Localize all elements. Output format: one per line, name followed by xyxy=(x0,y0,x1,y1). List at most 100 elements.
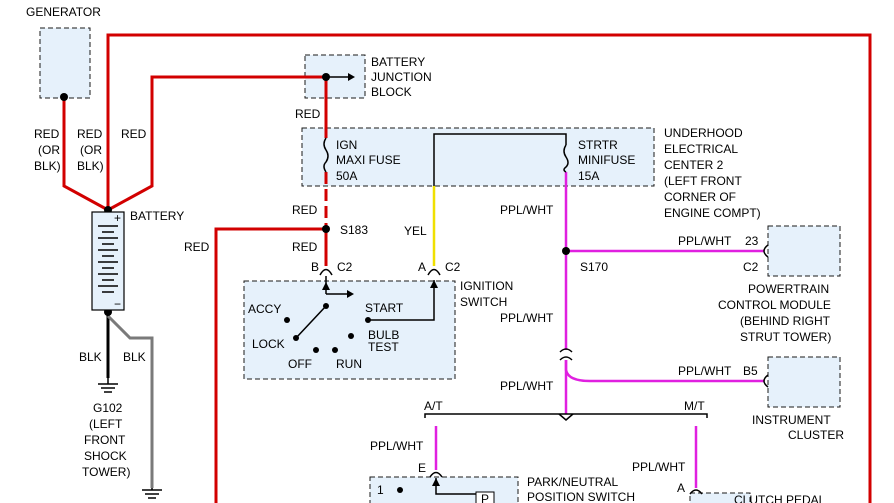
g102-label-4: SHOCK xyxy=(84,449,127,463)
park-neutral-label-2: POSITION SWITCH xyxy=(527,490,635,503)
red-or-blk-a-2: (OR xyxy=(38,143,60,157)
generator-label: GENERATOR xyxy=(26,5,101,19)
powertrain-control-module-box xyxy=(767,225,841,277)
ppl-wht-label-lower: PPL/WHT xyxy=(500,379,554,393)
ign-switch-arrowhead-2 xyxy=(430,280,438,288)
pin-a-label: A xyxy=(418,260,426,274)
clutch-pedal-switch-box xyxy=(689,492,751,503)
splice-s183 xyxy=(322,225,330,233)
park-neutral-label-1: PARK/NEUTRAL xyxy=(527,475,618,489)
cluster-label-2: CLUSTER xyxy=(788,428,844,442)
red-label-s183-switch: RED xyxy=(292,240,318,254)
at-mt-bracket xyxy=(424,413,708,418)
ign-switch-start-line xyxy=(368,280,435,321)
ppl-wht-label-pcm: PPL/WHT xyxy=(678,234,732,248)
ign-contact-off xyxy=(313,347,319,353)
ign-contact-run xyxy=(332,347,338,353)
connector-a-c2 xyxy=(427,268,441,276)
accy-label: ACCY xyxy=(248,302,281,316)
pin-b-label: B xyxy=(311,260,319,274)
connector-b-c2 xyxy=(319,268,333,276)
blk-label-1: BLK xyxy=(79,350,102,364)
svg-text:+: + xyxy=(114,211,121,225)
svg-text:−: − xyxy=(114,297,121,311)
ppl-wht-label-at: PPL/WHT xyxy=(370,439,424,453)
at-label: A/T xyxy=(424,399,443,413)
bjb-terminal xyxy=(322,73,330,81)
inline-connector-1 xyxy=(559,348,573,353)
cluster-label-1: INSTRUMENT xyxy=(752,413,831,427)
g102-label-5: TOWER) xyxy=(82,465,130,479)
s170-label: S170 xyxy=(580,260,608,274)
uec-internal-bus xyxy=(433,133,567,186)
underhood-label-2: ELECTRICAL xyxy=(664,142,738,156)
bjb-label-1: BATTERY xyxy=(371,55,425,69)
g102-label-1: G102 xyxy=(93,401,123,415)
strtr-fuse-label-3: 15A xyxy=(578,169,599,183)
red-wire-s183-left xyxy=(214,227,326,503)
red-or-blk-b-2: (OR xyxy=(80,143,102,157)
red-or-blk-b-1: RED xyxy=(77,127,103,141)
red-label-gen-bjb: RED xyxy=(121,127,147,141)
yel-label: YEL xyxy=(404,224,427,238)
pn-contact-1-label: 1 xyxy=(377,483,384,497)
ground-symbol-g102 xyxy=(98,378,118,393)
red-label-bjb: RED xyxy=(295,107,321,121)
underhood-label-5: CORNER OF xyxy=(664,190,736,204)
ign-fuse-label-3: 50A xyxy=(336,169,357,183)
ign-switch-arrowhead-1 xyxy=(322,282,330,290)
red-or-blk-b-3: BLK) xyxy=(77,159,104,173)
inline-connector-2 xyxy=(559,356,573,361)
g102-label-3: FRONT xyxy=(84,433,126,447)
ppl-wht-label-s170: PPL/WHT xyxy=(500,311,554,325)
bjb-label-2: JUNCTION xyxy=(371,70,432,84)
run-label: RUN xyxy=(336,357,362,371)
bjb-arrow xyxy=(348,73,355,81)
pin-a-clutch-label: A xyxy=(677,481,685,495)
cluster-connector xyxy=(763,374,769,388)
clutch-pedal-label: CLUTCH PEDAL xyxy=(734,493,826,503)
ign-contact-pivot xyxy=(323,303,329,309)
clutch-connector xyxy=(689,489,703,495)
instrument-cluster-box xyxy=(767,356,841,408)
start-label: START xyxy=(365,301,404,315)
underhood-label-6: ENGINE COMPT) xyxy=(664,206,761,220)
ppl-wht-label-cluster: PPL/WHT xyxy=(678,364,732,378)
ign-contact-lock xyxy=(293,335,299,341)
pcm-connector xyxy=(763,244,769,258)
red-or-blk-a-1: RED xyxy=(34,127,60,141)
battery-symbol: + − xyxy=(91,211,125,311)
park-neutral-switch-box xyxy=(369,476,519,503)
bracket-notch xyxy=(558,413,574,421)
underhood-electrical-center-box xyxy=(301,127,655,187)
underhood-label-3: CENTER 2 xyxy=(664,158,724,172)
pn-contact-p xyxy=(475,491,495,503)
c2-label-b: C2 xyxy=(337,260,353,274)
bulb-label: BULB xyxy=(368,328,399,342)
ppl-wire-to-cluster xyxy=(564,360,764,383)
pcm-label-1: POWERTRAIN xyxy=(748,282,829,296)
lock-label: LOCK xyxy=(252,337,285,351)
test-label: TEST xyxy=(368,340,399,354)
ign-contact-accy xyxy=(284,317,290,323)
red-label-fuse-s183: RED xyxy=(292,203,318,217)
red-wire-bjb xyxy=(107,75,326,212)
pcm-label-2: CONTROL MODULE xyxy=(718,298,831,312)
pin-e-label: E xyxy=(418,461,426,475)
red-or-blk-a-3: BLK) xyxy=(34,159,61,173)
pcm-label-3: (BEHIND RIGHT xyxy=(740,314,831,328)
ign-switch-bus-arrow xyxy=(347,290,354,298)
battery-label: BATTERY xyxy=(130,209,184,223)
strtr-fuse-label-1: STRTR xyxy=(578,138,618,152)
strtr-minifuse xyxy=(563,144,569,173)
ign-fuse-label-2: MAXI FUSE xyxy=(336,153,401,167)
ignition-switch-box xyxy=(243,280,456,380)
splice-s170 xyxy=(562,247,570,255)
ign-contact-bulb xyxy=(348,333,354,339)
red-wire-main-loop xyxy=(106,33,872,503)
gray-wire-battery-ground xyxy=(106,314,154,488)
c2-label-a: C2 xyxy=(445,260,461,274)
off-label: OFF xyxy=(288,357,312,371)
ground-symbol-2 xyxy=(142,488,162,499)
